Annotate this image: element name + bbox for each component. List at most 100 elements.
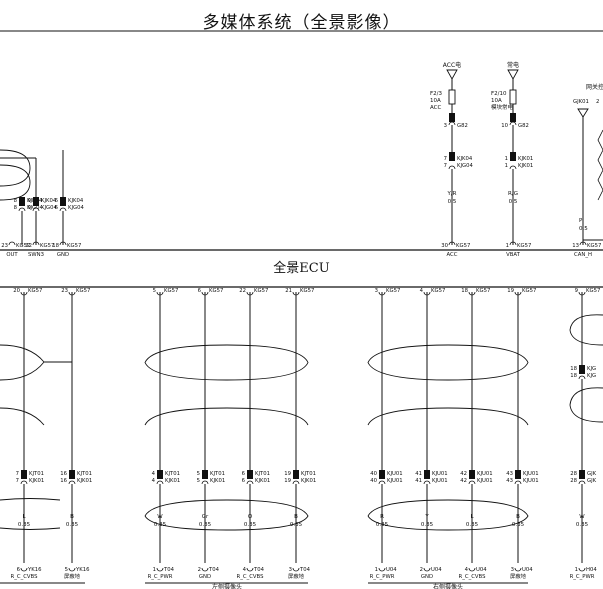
twisted-pair-loop — [0, 149, 31, 187]
shield-lens — [0, 498, 61, 501]
wire-color: O — [248, 514, 253, 520]
connector-pin: 9 — [28, 205, 31, 211]
camera-connector-id: U04 — [522, 567, 533, 573]
connector-block — [449, 113, 455, 122]
connector-id: KJG04 — [41, 205, 58, 211]
ecu-signal-name: CAN_H — [574, 252, 592, 258]
shield-lens — [144, 344, 309, 381]
connector-pin: 7 — [444, 156, 447, 162]
ecu-connector-id: KG57 — [586, 288, 600, 294]
wire-color: Gr — [202, 514, 209, 520]
camera-pin — [20, 567, 28, 572]
connector-pin: 43 — [506, 478, 513, 484]
wire-size: 0.35 — [512, 522, 525, 528]
connector-block — [60, 197, 66, 206]
connector-block — [510, 113, 516, 122]
diagram-elements: 8KJK048KJG049KJK049KJG046KJK046KJG0423KG… — [0, 61, 603, 589]
connector-id: GJK01 — [573, 99, 589, 105]
ecu-pin-number: 9 — [575, 288, 578, 294]
connector-pin: 8 — [14, 198, 18, 204]
connector-id: KJG — [587, 366, 596, 372]
connector-block — [69, 470, 75, 479]
wire-color: R — [380, 514, 384, 520]
camera-pin — [514, 567, 522, 572]
fuse-icon — [509, 89, 517, 105]
ecu-connector-id: KG57 — [517, 243, 531, 249]
connector-pin: 40 — [370, 478, 377, 484]
gateway-connector-icon — [577, 108, 589, 118]
wire-color: Y/R — [446, 191, 456, 197]
shield-lens — [144, 499, 309, 531]
ecu-pin — [509, 241, 517, 246]
pin-arc — [32, 207, 40, 212]
connector-id: GJK — [587, 478, 597, 484]
fuse-rating: 10A — [430, 98, 441, 104]
connector-id: KJT01 — [301, 471, 316, 477]
camera-pin-number: 4 — [243, 567, 247, 573]
wire-size: 0.5 — [579, 226, 588, 232]
connector-pin: 7 — [16, 471, 19, 477]
camera-pin — [68, 567, 76, 572]
ecu-connector-id: KG57 — [76, 288, 90, 294]
ecu-pin-number: 19 — [507, 288, 514, 294]
connector-id: KJK01 — [165, 478, 180, 484]
ecu-signal-name: VBAT — [506, 252, 520, 258]
camera-connector-id: U04 — [386, 567, 397, 573]
camera-pin-number: 2 — [198, 567, 201, 573]
camera-connector-id: U04 — [431, 567, 442, 573]
camera-signal-name: R_C_CVBS — [237, 574, 265, 580]
power-source-icon — [507, 69, 519, 80]
splice-id: G82 — [518, 123, 529, 129]
camera-connector-id: U04 — [476, 567, 487, 573]
ecu-pin — [59, 241, 67, 246]
wire-color: P — [579, 218, 583, 224]
connector-pin: 18 — [570, 366, 577, 372]
connector-pin: 5 — [197, 471, 200, 477]
connector-id: KJU01 — [432, 478, 448, 484]
ecu-pin — [8, 241, 16, 246]
ecu-label: 全景ECU — [273, 261, 330, 276]
connector-id: KJK04 — [457, 156, 473, 162]
shield-lens — [144, 407, 309, 426]
ecu-pin — [579, 241, 587, 246]
connector-pin: 5 — [197, 478, 200, 484]
ecu-pin-number: 3 — [375, 288, 378, 294]
wire-size: 0.5 — [509, 199, 518, 205]
connector-pin: 28 — [570, 471, 577, 477]
camera-pin-number: 2 — [420, 567, 423, 573]
pin-arc — [514, 480, 522, 485]
connector-block — [424, 470, 430, 479]
connector-id: KJT01 — [77, 471, 92, 477]
pin-arc — [20, 480, 28, 485]
camera-signal-name: R_C_PWR — [148, 574, 173, 580]
connector-block — [247, 470, 253, 479]
connector-id: KJU01 — [387, 471, 403, 477]
camera-pin — [423, 567, 431, 572]
pin-arc — [68, 480, 76, 485]
connector-block — [21, 470, 27, 479]
camera-connector-id: YK16 — [27, 567, 42, 573]
connector-pin: 42 — [460, 471, 467, 477]
camera-pin — [292, 567, 300, 572]
pin-arc — [378, 480, 386, 485]
camera-signal-name: R_C_CVBS — [11, 574, 39, 580]
connector-id: KJU01 — [387, 478, 403, 484]
fuse-icon — [448, 89, 456, 105]
connector-id: GJK — [587, 471, 597, 477]
ecu-pin-number: 6 — [198, 288, 202, 294]
connector-pin: 6 — [55, 198, 59, 204]
ecu-pin-number: 23 — [61, 288, 68, 294]
shield-lens — [0, 344, 45, 381]
camera-pin — [201, 567, 209, 572]
camera-connector-id: YK16 — [75, 567, 90, 573]
camera-pin-number: 3 — [511, 567, 514, 573]
connector-block — [510, 152, 516, 161]
connector-pin: 2 — [596, 99, 599, 105]
connector-pin: 28 — [570, 478, 577, 484]
connector-pin: 40 — [370, 471, 377, 477]
gateway-label: 网关控 — [586, 83, 603, 91]
pin-arc — [156, 480, 164, 485]
connector-block — [469, 470, 475, 479]
camera-pin — [578, 567, 586, 572]
